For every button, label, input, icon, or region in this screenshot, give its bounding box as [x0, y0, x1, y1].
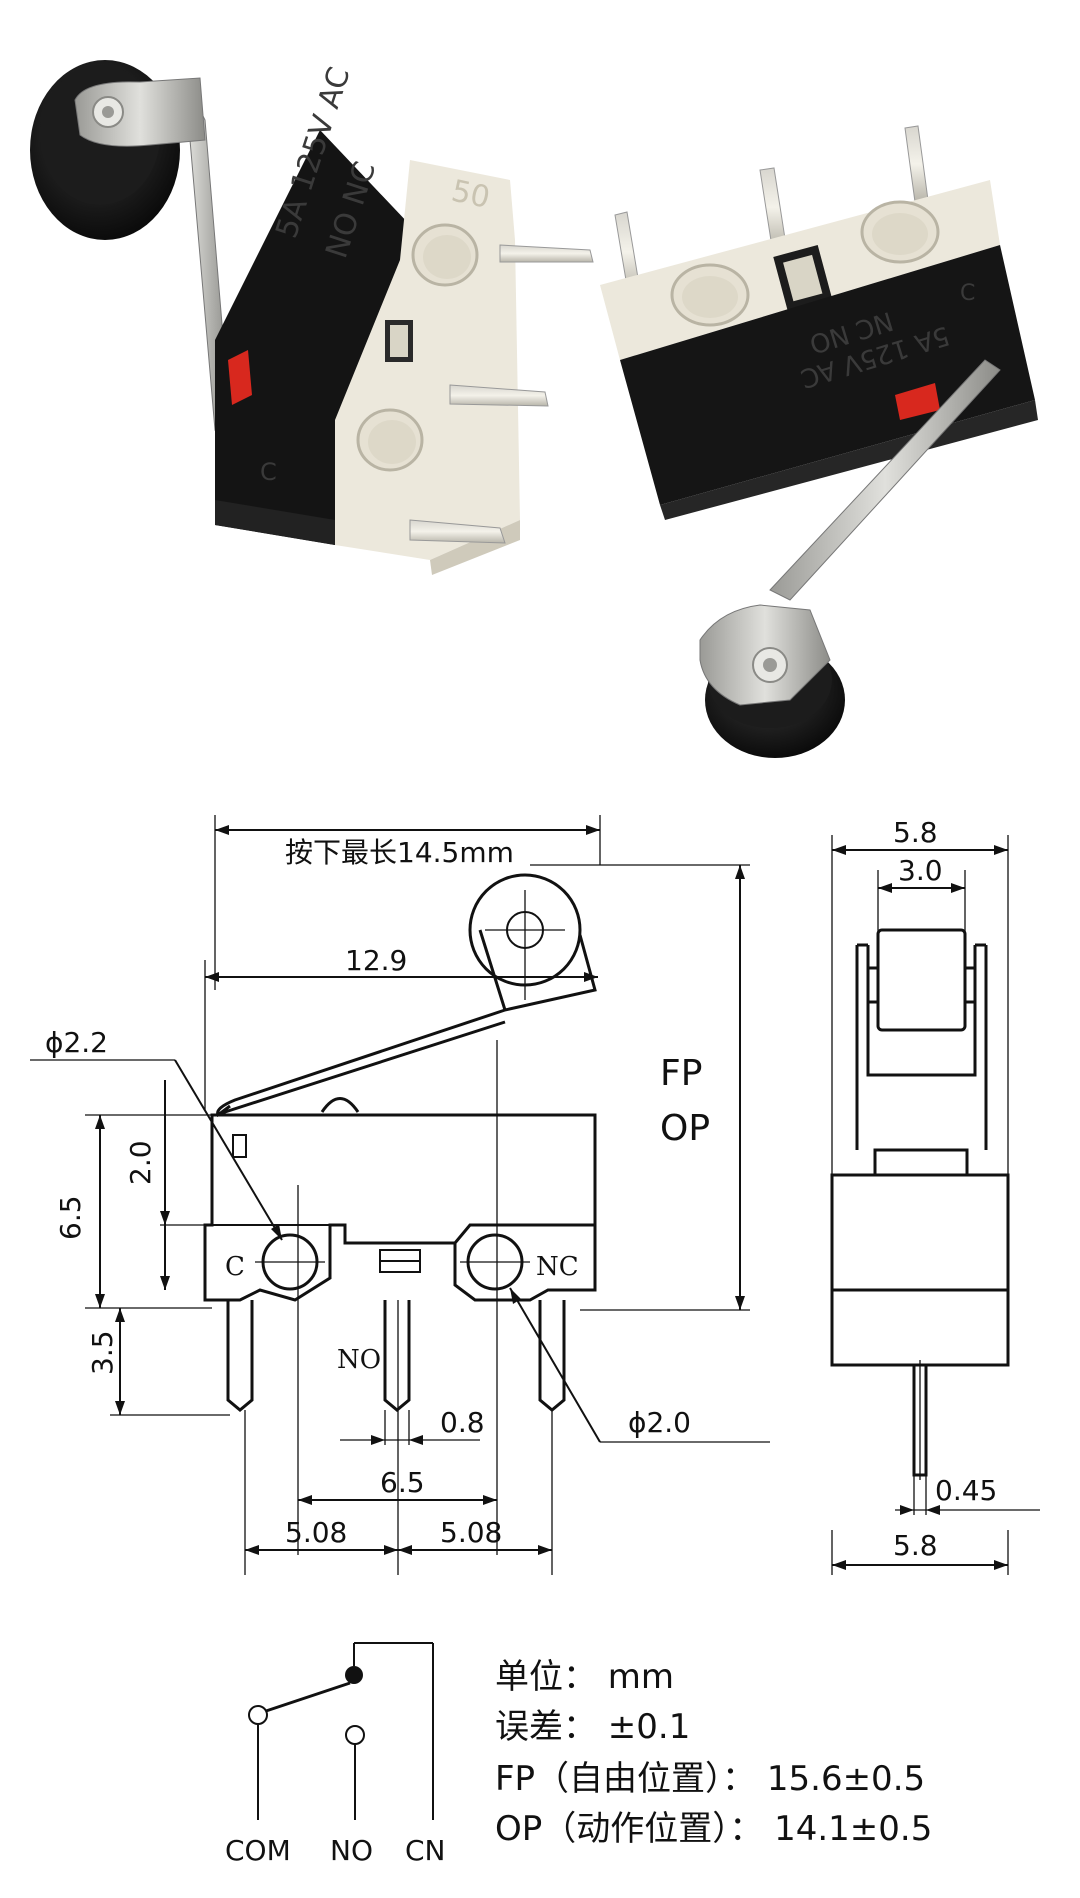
side-0-45: 0.45 [935, 1474, 997, 1507]
schematic-no: NO [330, 1834, 373, 1867]
left-switch-photo: 50 5A 125V AC NO NC C [30, 60, 594, 575]
pin-no [383, 1300, 411, 1412]
dim-0-8: 0.8 [440, 1406, 485, 1439]
side-roller [876, 928, 967, 1032]
drawing-body [203, 1113, 597, 1302]
pin-nc-label: NC [536, 1252, 579, 1282]
dim-3-5: 3.5 [86, 1330, 119, 1375]
pin-no-label: NO [337, 1345, 381, 1375]
schematic-com: COM [225, 1834, 291, 1867]
spec-fp: FP（自由位置）： 15.6±0.5 [495, 1759, 925, 1799]
right-switch-marking-3: C [960, 281, 975, 306]
dim-5-08-right: 5.08 [440, 1516, 502, 1549]
dim-6-5-left: 6.5 [54, 1195, 87, 1240]
phi-20-label: ϕ2.0 [628, 1406, 691, 1439]
left-plunger [228, 350, 252, 405]
width-12-9-label: 12.9 [345, 944, 407, 977]
side-lever-bracket [855, 943, 988, 1150]
right-pin-3 [904, 125, 929, 203]
phi-22-label: ϕ2.2 [45, 1026, 108, 1059]
drawing-plunger [320, 1097, 360, 1113]
left-pin-2 [449, 384, 549, 407]
dim-5-08-left: 5.08 [285, 1516, 347, 1549]
left-pin-1 [499, 244, 594, 263]
press-length-label: 按下最长14.5mm [285, 836, 514, 869]
schematic-cn: CN [405, 1834, 446, 1867]
com-terminal [248, 1705, 268, 1725]
side-body [830, 1173, 1010, 1367]
dim-2-0: 2.0 [124, 1140, 157, 1185]
spec-unit: 单位： mm [495, 1657, 674, 1697]
switch-schematic: COM NO CN [225, 1642, 446, 1867]
left-switch-marking-3: C [260, 458, 277, 486]
technical-drawing: 按下最长14.5mm 12.9 FP OP C [30, 815, 1040, 1867]
right-switch-photo: 5A 125V AC NC NO C [600, 125, 1038, 758]
side-5-8-bottom: 5.8 [893, 1529, 938, 1562]
pin-c [226, 1300, 254, 1412]
side-5-8-top: 5.8 [893, 816, 938, 849]
fp-label: FP [660, 1053, 702, 1094]
no-terminal [345, 1725, 365, 1745]
front-view: 按下最长14.5mm 12.9 FP OP C [30, 815, 770, 1575]
product-photo: 50 5A 125V AC NO NC C 5A 125V AC NC NO [30, 60, 1038, 758]
right-body [620, 245, 1035, 505]
right-pin-2 [759, 167, 787, 248]
spec-op: OP（动作位置）： 14.1±0.5 [495, 1809, 932, 1849]
spec-notes: 单位： mm 误差： ±0.1 FP（自由位置）： 15.6±0.5 OP（动作… [495, 1657, 932, 1849]
right-lever-arm [769, 359, 1001, 601]
op-label: OP [660, 1108, 710, 1149]
right-plunger [895, 383, 940, 420]
pin-nc [538, 1300, 566, 1412]
side-view: 5.8 3.0 0.45 5.8 [830, 816, 1040, 1575]
spec-tolerance: 误差： ±0.1 [495, 1707, 690, 1747]
left-pin-3 [409, 519, 506, 544]
pin-c-label: C [225, 1252, 245, 1282]
left-switch-top-text: 50 [448, 174, 493, 216]
side-3-0: 3.0 [898, 854, 943, 887]
dim-6-5-bottom: 6.5 [380, 1466, 425, 1499]
contact-dot [345, 1666, 363, 1684]
